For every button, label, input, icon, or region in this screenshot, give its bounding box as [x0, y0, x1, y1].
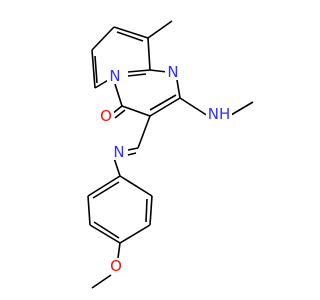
bond — [91, 274, 112, 289]
atom-labels: N N O NH N O — [98, 63, 232, 275]
bond — [121, 105, 151, 117]
bond — [149, 94, 177, 111]
bond — [114, 109, 126, 119]
bond — [91, 26, 115, 51]
bond — [176, 79, 181, 99]
bond — [93, 221, 120, 239]
atom-label-n-pyrimidine: N — [167, 63, 178, 81]
bond — [117, 242, 121, 259]
bonds — [87, 20, 254, 289]
bond — [127, 69, 151, 73]
bond — [113, 26, 149, 39]
bond — [119, 175, 153, 197]
atom-label-imine-n: N — [113, 143, 124, 161]
bond — [114, 83, 123, 107]
bond — [145, 198, 148, 223]
bond — [87, 195, 91, 226]
bond — [147, 20, 173, 39]
molecule-structure: N N O NH N O — [87, 20, 254, 289]
atom-label-carbonyl-o: O — [100, 107, 112, 125]
bond — [87, 175, 121, 197]
bond — [179, 97, 209, 117]
bond — [137, 115, 151, 149]
bond — [149, 97, 181, 117]
bond — [230, 101, 254, 116]
atom-label-amine-nh: NH — [208, 105, 231, 123]
bond — [149, 195, 153, 226]
bond — [116, 31, 144, 42]
atom-label-methoxy-o: O — [110, 257, 122, 275]
bond — [149, 69, 168, 73]
bond — [89, 224, 121, 244]
bond — [147, 37, 151, 71]
bond — [92, 181, 120, 199]
bond — [127, 152, 137, 156]
bond — [91, 49, 96, 89]
bond — [119, 224, 151, 244]
bond — [127, 73, 147, 77]
bond — [94, 55, 98, 84]
atom-label-n-bridge: N — [109, 67, 120, 85]
bond — [127, 147, 139, 151]
bond — [113, 157, 121, 177]
